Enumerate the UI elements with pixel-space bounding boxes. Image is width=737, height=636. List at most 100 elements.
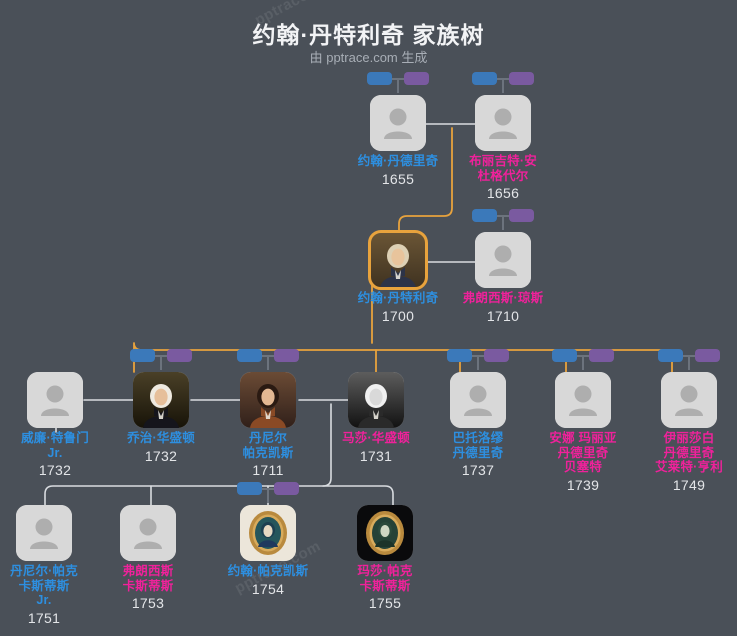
person-avatar[interactable] — [661, 372, 717, 428]
person-name: 约翰·帕克凯斯 — [198, 564, 338, 579]
relation-badge-pair[interactable] — [237, 349, 299, 371]
badge-stem — [502, 215, 504, 230]
miniature-portrait — [357, 505, 413, 561]
person-birth-year: 1739 — [566, 476, 600, 493]
person-birth-year: 1751 — [27, 609, 61, 626]
page-title: 约翰·丹特利奇 家族树 — [252, 22, 485, 48]
relation-badge-pair[interactable] — [658, 349, 720, 371]
badge-blue-icon[interactable] — [367, 72, 392, 85]
person-avatar[interactable] — [133, 372, 189, 428]
portrait-image — [370, 232, 426, 288]
person-name-line: 约翰·丹德里奇 — [357, 154, 439, 168]
person-birth-year: 1655 — [381, 170, 415, 187]
person-name-line: 弗朗西斯·琼斯 — [462, 291, 544, 305]
badge-purple-icon[interactable] — [274, 349, 299, 362]
link-child-martha-custis — [322, 485, 394, 506]
badge-stem — [688, 355, 690, 370]
relation-badge-pair[interactable] — [367, 72, 429, 94]
placeholder-avatar-icon — [450, 372, 506, 428]
person-avatar[interactable] — [357, 505, 413, 561]
person-name: 巴托洛缪丹德里奇 — [408, 431, 548, 460]
person-birth-year: 1711 — [252, 462, 284, 478]
person-name-line: Jr. — [47, 445, 63, 460]
person-birth-year: 1732 — [144, 447, 178, 464]
person-avatar[interactable] — [475, 95, 531, 151]
badge-stem — [267, 488, 269, 503]
person-birth-year: 1710 — [486, 307, 520, 324]
relation-badge-pair[interactable] — [472, 209, 534, 231]
person-avatar[interactable] — [240, 505, 296, 561]
person-birth-year: 1731 — [359, 447, 393, 464]
person-name: 马莎·华盛顿 — [306, 431, 446, 446]
focal-person-avatar[interactable] — [368, 230, 428, 290]
person-name-line: 帕克凯斯 — [242, 445, 294, 460]
person-name: 弗朗西斯·琼斯 — [433, 291, 573, 306]
badge-purple-icon[interactable] — [484, 349, 509, 362]
person-birth-year: 1754 — [251, 580, 285, 597]
person-birth-year: 1700 — [381, 307, 415, 324]
badge-blue-icon[interactable] — [658, 349, 683, 362]
person-birth-year: 1732 — [38, 462, 72, 478]
badge-stem — [397, 78, 399, 93]
person-avatar[interactable] — [450, 372, 506, 428]
badge-purple-icon[interactable] — [404, 72, 429, 85]
badge-blue-icon[interactable] — [552, 349, 577, 362]
relation-badge-pair[interactable] — [130, 349, 192, 371]
person-avatar[interactable] — [16, 505, 72, 561]
placeholder-avatar-icon — [16, 505, 72, 561]
person-name: 乔治·华盛顿 — [91, 431, 231, 446]
badge-purple-icon[interactable] — [589, 349, 614, 362]
person-name-line: 弗朗西斯 — [122, 564, 174, 578]
relation-badge-pair[interactable] — [237, 482, 299, 504]
relation-badge-pair[interactable] — [552, 349, 614, 371]
person-name-line: 伊丽莎白 — [663, 431, 715, 445]
person-birth-year: 1749 — [672, 476, 706, 493]
badge-stem — [267, 355, 269, 370]
badge-stem — [477, 355, 479, 370]
badge-purple-icon[interactable] — [509, 209, 534, 222]
person-name-line: Jr. — [36, 593, 52, 607]
person-avatar[interactable] — [348, 372, 404, 428]
person-birth-year: 1656 — [486, 185, 520, 201]
relation-badge-pair[interactable] — [447, 349, 509, 371]
person-avatar[interactable] — [240, 372, 296, 428]
badge-purple-icon[interactable] — [274, 482, 299, 495]
badge-stem — [160, 355, 162, 370]
badge-blue-icon[interactable] — [130, 349, 155, 362]
portrait-image — [240, 372, 296, 428]
person-name-line: 卡斯蒂斯 — [122, 578, 174, 593]
person-name-line: 约翰·丹特利奇 — [357, 291, 439, 305]
badge-blue-icon[interactable] — [237, 482, 262, 495]
person-name-line: 杜格代尔 — [477, 168, 529, 183]
badge-blue-icon[interactable] — [447, 349, 472, 362]
person-name-line: 丹德里奇 — [452, 445, 504, 460]
person-name: 伊丽莎白丹德里奇艾莱特·亨利 — [619, 431, 737, 475]
person-birth-year: 1755 — [368, 595, 402, 611]
person-birth-year: 1753 — [131, 595, 165, 611]
badge-purple-icon[interactable] — [167, 349, 192, 362]
person-name-line: 丹德里奇 — [663, 445, 715, 460]
person-name-line: 丹尼尔·帕克 — [10, 564, 78, 578]
relation-badge-pair[interactable] — [472, 72, 534, 94]
person-avatar[interactable] — [120, 505, 176, 561]
badge-purple-icon[interactable] — [695, 349, 720, 362]
person-name-line: 巴托洛缪 — [452, 431, 504, 445]
person-avatar[interactable] — [370, 95, 426, 151]
portrait-image — [133, 372, 189, 428]
person-avatar[interactable] — [475, 232, 531, 288]
placeholder-avatar-icon — [555, 372, 611, 428]
badge-blue-icon[interactable] — [237, 349, 262, 362]
badge-blue-icon[interactable] — [472, 209, 497, 222]
badge-purple-icon[interactable] — [509, 72, 534, 85]
person-name-line: 约翰·帕克凯斯 — [227, 564, 309, 578]
person-avatar[interactable] — [555, 372, 611, 428]
page-subtitle: 由 pptrace.com 生成 — [309, 50, 428, 65]
person-name: 弗朗西斯卡斯蒂斯 — [78, 564, 218, 593]
person-avatar[interactable] — [27, 372, 83, 428]
badge-blue-icon[interactable] — [472, 72, 497, 85]
person-name-line: 艾莱特·亨利 — [655, 460, 723, 474]
miniature-portrait — [240, 505, 296, 561]
